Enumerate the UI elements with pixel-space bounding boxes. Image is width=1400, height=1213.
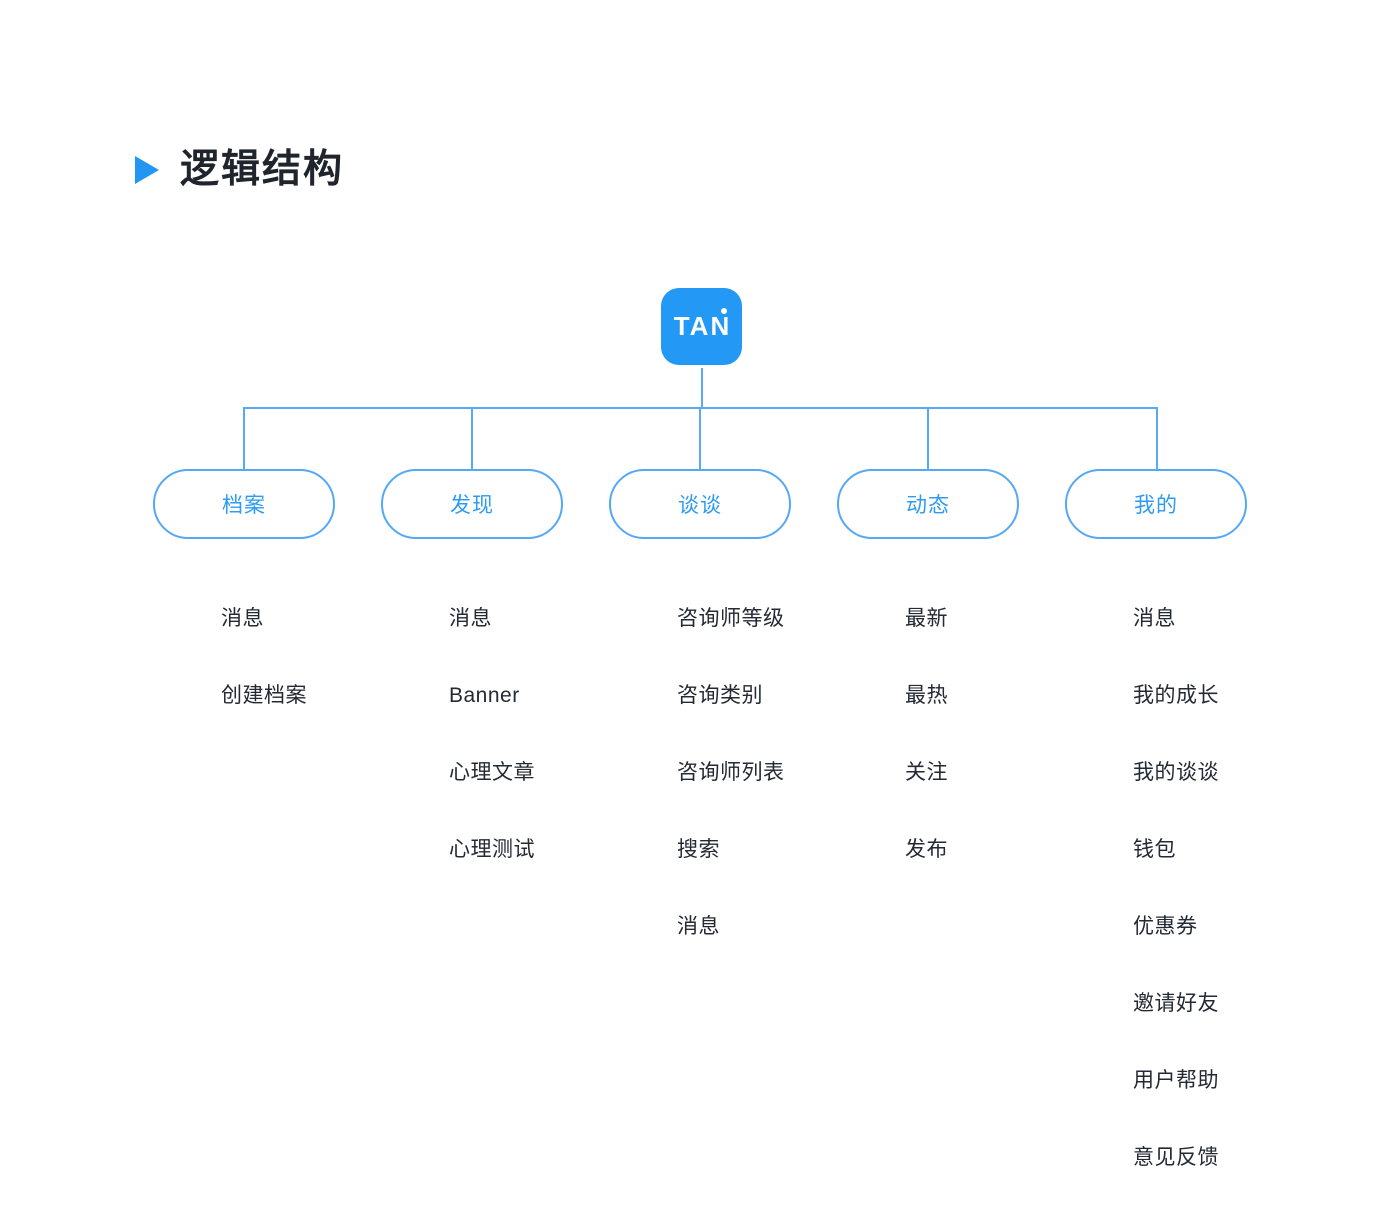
node-item: 邀请好友 bbox=[1133, 992, 1219, 1015]
branch-discover-items: 消息 Banner 心理文章 心理测试 bbox=[449, 580, 669, 888]
pill-feed: 动态 bbox=[837, 469, 1019, 539]
branch-talk: 谈谈 咨询师等级 咨询类别 咨询师列表 搜索 消息 bbox=[609, 469, 791, 938]
app-logo: TAN bbox=[661, 288, 742, 365]
branch-feed-items: 最新 最热 关注 发布 bbox=[905, 580, 1125, 888]
connector-drop-feed bbox=[927, 407, 929, 469]
pill-talk: 谈谈 bbox=[609, 469, 791, 539]
branch-talk-items: 咨询师等级 咨询类别 咨询师列表 搜索 消息 bbox=[677, 580, 897, 965]
node-item: 创建档案 bbox=[221, 684, 307, 707]
node-item: 消息 bbox=[1133, 607, 1176, 630]
pill-talk-label: 谈谈 bbox=[678, 494, 722, 517]
node-item: 消息 bbox=[221, 607, 264, 630]
node-item: 心理文章 bbox=[449, 761, 535, 784]
connector-drop-mine bbox=[1156, 407, 1158, 469]
node-item: 消息 bbox=[677, 915, 720, 938]
node-item: 我的成长 bbox=[1133, 684, 1219, 707]
pill-archive: 档案 bbox=[153, 469, 335, 539]
branch-archive: 档案 消息 创建档案 bbox=[153, 469, 335, 707]
node-item: 钱包 bbox=[1133, 838, 1176, 861]
connector-drop-discover bbox=[471, 407, 473, 469]
node-item: 意见反馈 bbox=[1133, 1146, 1219, 1169]
pill-mine-label: 我的 bbox=[1134, 494, 1178, 517]
node-item: Banner bbox=[449, 684, 520, 707]
branch-mine: 我的 消息 我的成长 我的谈谈 钱包 优惠券 邀请好友 用户帮助 意见反馈 bbox=[1065, 469, 1247, 1169]
branch-discover: 发现 消息 Banner 心理文章 心理测试 bbox=[381, 469, 563, 861]
title-marker-triangle-icon bbox=[135, 155, 159, 184]
node-item: 咨询师等级 bbox=[677, 607, 785, 630]
node-item: 我的谈谈 bbox=[1133, 761, 1219, 784]
page-title: 逻辑结构 bbox=[180, 148, 345, 191]
node-item: 发布 bbox=[905, 838, 948, 861]
node-item: 最新 bbox=[905, 607, 948, 630]
node-item: 关注 bbox=[905, 761, 948, 784]
pill-mine: 我的 bbox=[1065, 469, 1247, 539]
node-item: 最热 bbox=[905, 684, 948, 707]
app-logo-text: TAN bbox=[673, 311, 732, 341]
branch-mine-items: 消息 我的成长 我的谈谈 钱包 优惠券 邀请好友 用户帮助 意见反馈 bbox=[1133, 580, 1353, 1196]
branch-feed: 动态 最新 最热 关注 发布 bbox=[837, 469, 1019, 861]
connector-drop-archive bbox=[243, 407, 245, 469]
connector-drop-talk bbox=[699, 407, 701, 469]
pill-discover: 发现 bbox=[381, 469, 563, 539]
branch-archive-items: 消息 创建档案 bbox=[221, 580, 441, 734]
section-title: 逻辑结构 bbox=[135, 150, 344, 189]
logo-n-dot-icon bbox=[721, 308, 727, 314]
node-item: 咨询类别 bbox=[677, 684, 763, 707]
pill-archive-label: 档案 bbox=[222, 494, 266, 517]
node-item: 咨询师列表 bbox=[677, 761, 785, 784]
pill-discover-label: 发现 bbox=[450, 494, 494, 517]
node-item: 心理测试 bbox=[449, 838, 535, 861]
pill-feed-label: 动态 bbox=[906, 494, 950, 517]
connector-root-drop bbox=[701, 368, 703, 407]
node-item: 优惠券 bbox=[1133, 915, 1198, 938]
node-item: 用户帮助 bbox=[1133, 1069, 1219, 1092]
node-item: 消息 bbox=[449, 607, 492, 630]
node-item: 搜索 bbox=[677, 838, 720, 861]
